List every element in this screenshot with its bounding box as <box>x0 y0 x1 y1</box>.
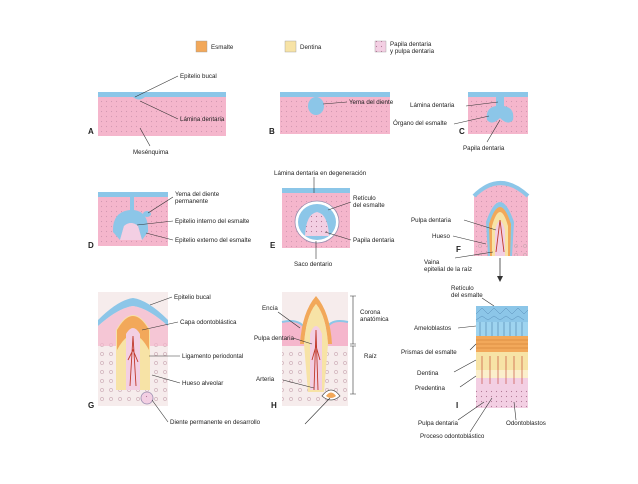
panel-e: E Lámina dentaria en degeneración Retícu… <box>270 170 395 268</box>
panel-i-letter: I <box>456 401 458 410</box>
panel-h-corona-1: Corona <box>360 309 381 316</box>
panel-a-lamina-dentaria: Lámina dentaria <box>180 116 225 123</box>
panel-d-yema-perm-1: Yema del diente <box>175 191 220 198</box>
panel-b-letter: B <box>269 127 275 136</box>
panel-f: F Pulpa dentaria Hueso Vaina epitelial d… <box>411 181 530 282</box>
panel-e-reticulo-1: Retículo <box>353 195 376 202</box>
panel-h-pulpa-dentaria: Pulpa dentaria <box>254 335 294 342</box>
panel-e-saco-dentario: Saco dentario <box>294 261 333 268</box>
panel-g-diente-permanente: Diente permanente en desarrollo <box>170 419 261 426</box>
panel-f-vaina-1: Vaina <box>424 259 440 266</box>
panel-i-odontoblastos: Odontoblastos <box>506 420 546 427</box>
panel-d: D Yema del diente permanente Epitelio in… <box>88 191 252 250</box>
panel-g: G Epitelio bucal Capa odontoblástica Lig… <box>88 292 261 426</box>
panel-a-epitelio-bucal: Epitelio bucal <box>180 73 217 80</box>
panel-i-reticulo-2: del esmalte <box>451 292 483 299</box>
panel-i-proceso: Proceso odontoblástico <box>420 433 485 440</box>
panel-f-hueso: Hueso <box>432 233 450 240</box>
panel-h: H Encía Pulpa dentaria Arteria Corona an… <box>254 292 389 425</box>
panel-c-organo-esmalte: Órgano del esmalte <box>393 120 448 127</box>
panel-h-corona-2: anatómica <box>360 316 389 323</box>
panel-a-mesenquima: Mesénquima <box>133 149 169 156</box>
legend: Esmalte Dentina Papila dentaria y pulpa … <box>195 40 435 55</box>
panel-i-prismas: Prismas del esmalte <box>401 349 457 356</box>
panel-i-dentina: Dentina <box>417 370 439 377</box>
panel-e-lamina-degeneracion: Lámina dentaria en degeneración <box>274 170 367 177</box>
panel-g-hueso-alveolar: Hueso alveolar <box>182 380 223 387</box>
panel-i-pulpa-dentaria: Pulpa dentaria <box>418 420 458 427</box>
panel-g-capa-odontoblastica: Capa odontoblástica <box>180 319 237 326</box>
panel-f-pulpa-dentaria: Pulpa dentaria <box>411 217 451 224</box>
panel-i-ameloblastos: Ameloblastos <box>414 325 451 332</box>
panel-h-letter: H <box>271 401 277 410</box>
panel-c: C Lámina dentaria Órgano del esmalte Pap… <box>393 92 528 152</box>
panel-f-letter: F <box>456 245 461 254</box>
panel-g-epitelio-bucal: Epitelio bucal <box>174 294 211 301</box>
panel-e-papila-dentaria: Papila dentaria <box>353 237 395 244</box>
legend-dentina-label: Dentina <box>300 44 322 51</box>
legend-papila-label-2: y pulpa dentaria <box>390 48 435 55</box>
panel-d-epitelio-interno: Epitelio interno del esmalte <box>175 218 250 225</box>
panel-c-lamina-dentaria: Lámina dentaria <box>410 102 455 109</box>
legend-papila-label-1: Papila dentaria <box>390 41 432 48</box>
panel-b: B Yema del diente <box>269 92 394 136</box>
panel-i: I Retículo del esmalte Ameloblastos Pris… <box>401 285 546 440</box>
panel-c-papila-dentaria: Papila dentaria <box>463 145 505 152</box>
panel-d-yema-perm-2: permanente <box>175 198 209 205</box>
panel-a: A Epitelio bucal Lámina dentaria Mesénqu… <box>88 73 226 156</box>
panel-h-arteria: Arteria <box>256 376 275 383</box>
panel-d-epitelio-externo: Epitelio externo del esmalte <box>175 237 252 244</box>
panel-i-reticulo-1: Retículo <box>451 285 474 292</box>
legend-esmalte-label: Esmalte <box>211 44 234 51</box>
panel-f-vaina-2: epitelial de la raíz <box>424 266 472 273</box>
panel-g-letter: G <box>88 401 94 410</box>
panel-a-letter: A <box>88 127 94 136</box>
panel-d-letter: D <box>88 241 94 250</box>
panel-b-yema-diente: Yema del diente <box>349 99 394 106</box>
legend-esmalte-swatch <box>195 40 208 53</box>
panel-e-letter: E <box>270 241 276 250</box>
panel-h-raiz: Raíz <box>364 353 377 360</box>
panel-h-encia: Encía <box>262 305 278 312</box>
legend-dentina-swatch <box>284 40 297 53</box>
panel-e-reticulo-2: del esmalte <box>353 202 385 209</box>
panel-g-ligamento: Ligamento periodontal <box>182 353 243 360</box>
panel-i-predentina: Predentina <box>415 385 445 392</box>
panel-c-letter: C <box>459 127 465 136</box>
